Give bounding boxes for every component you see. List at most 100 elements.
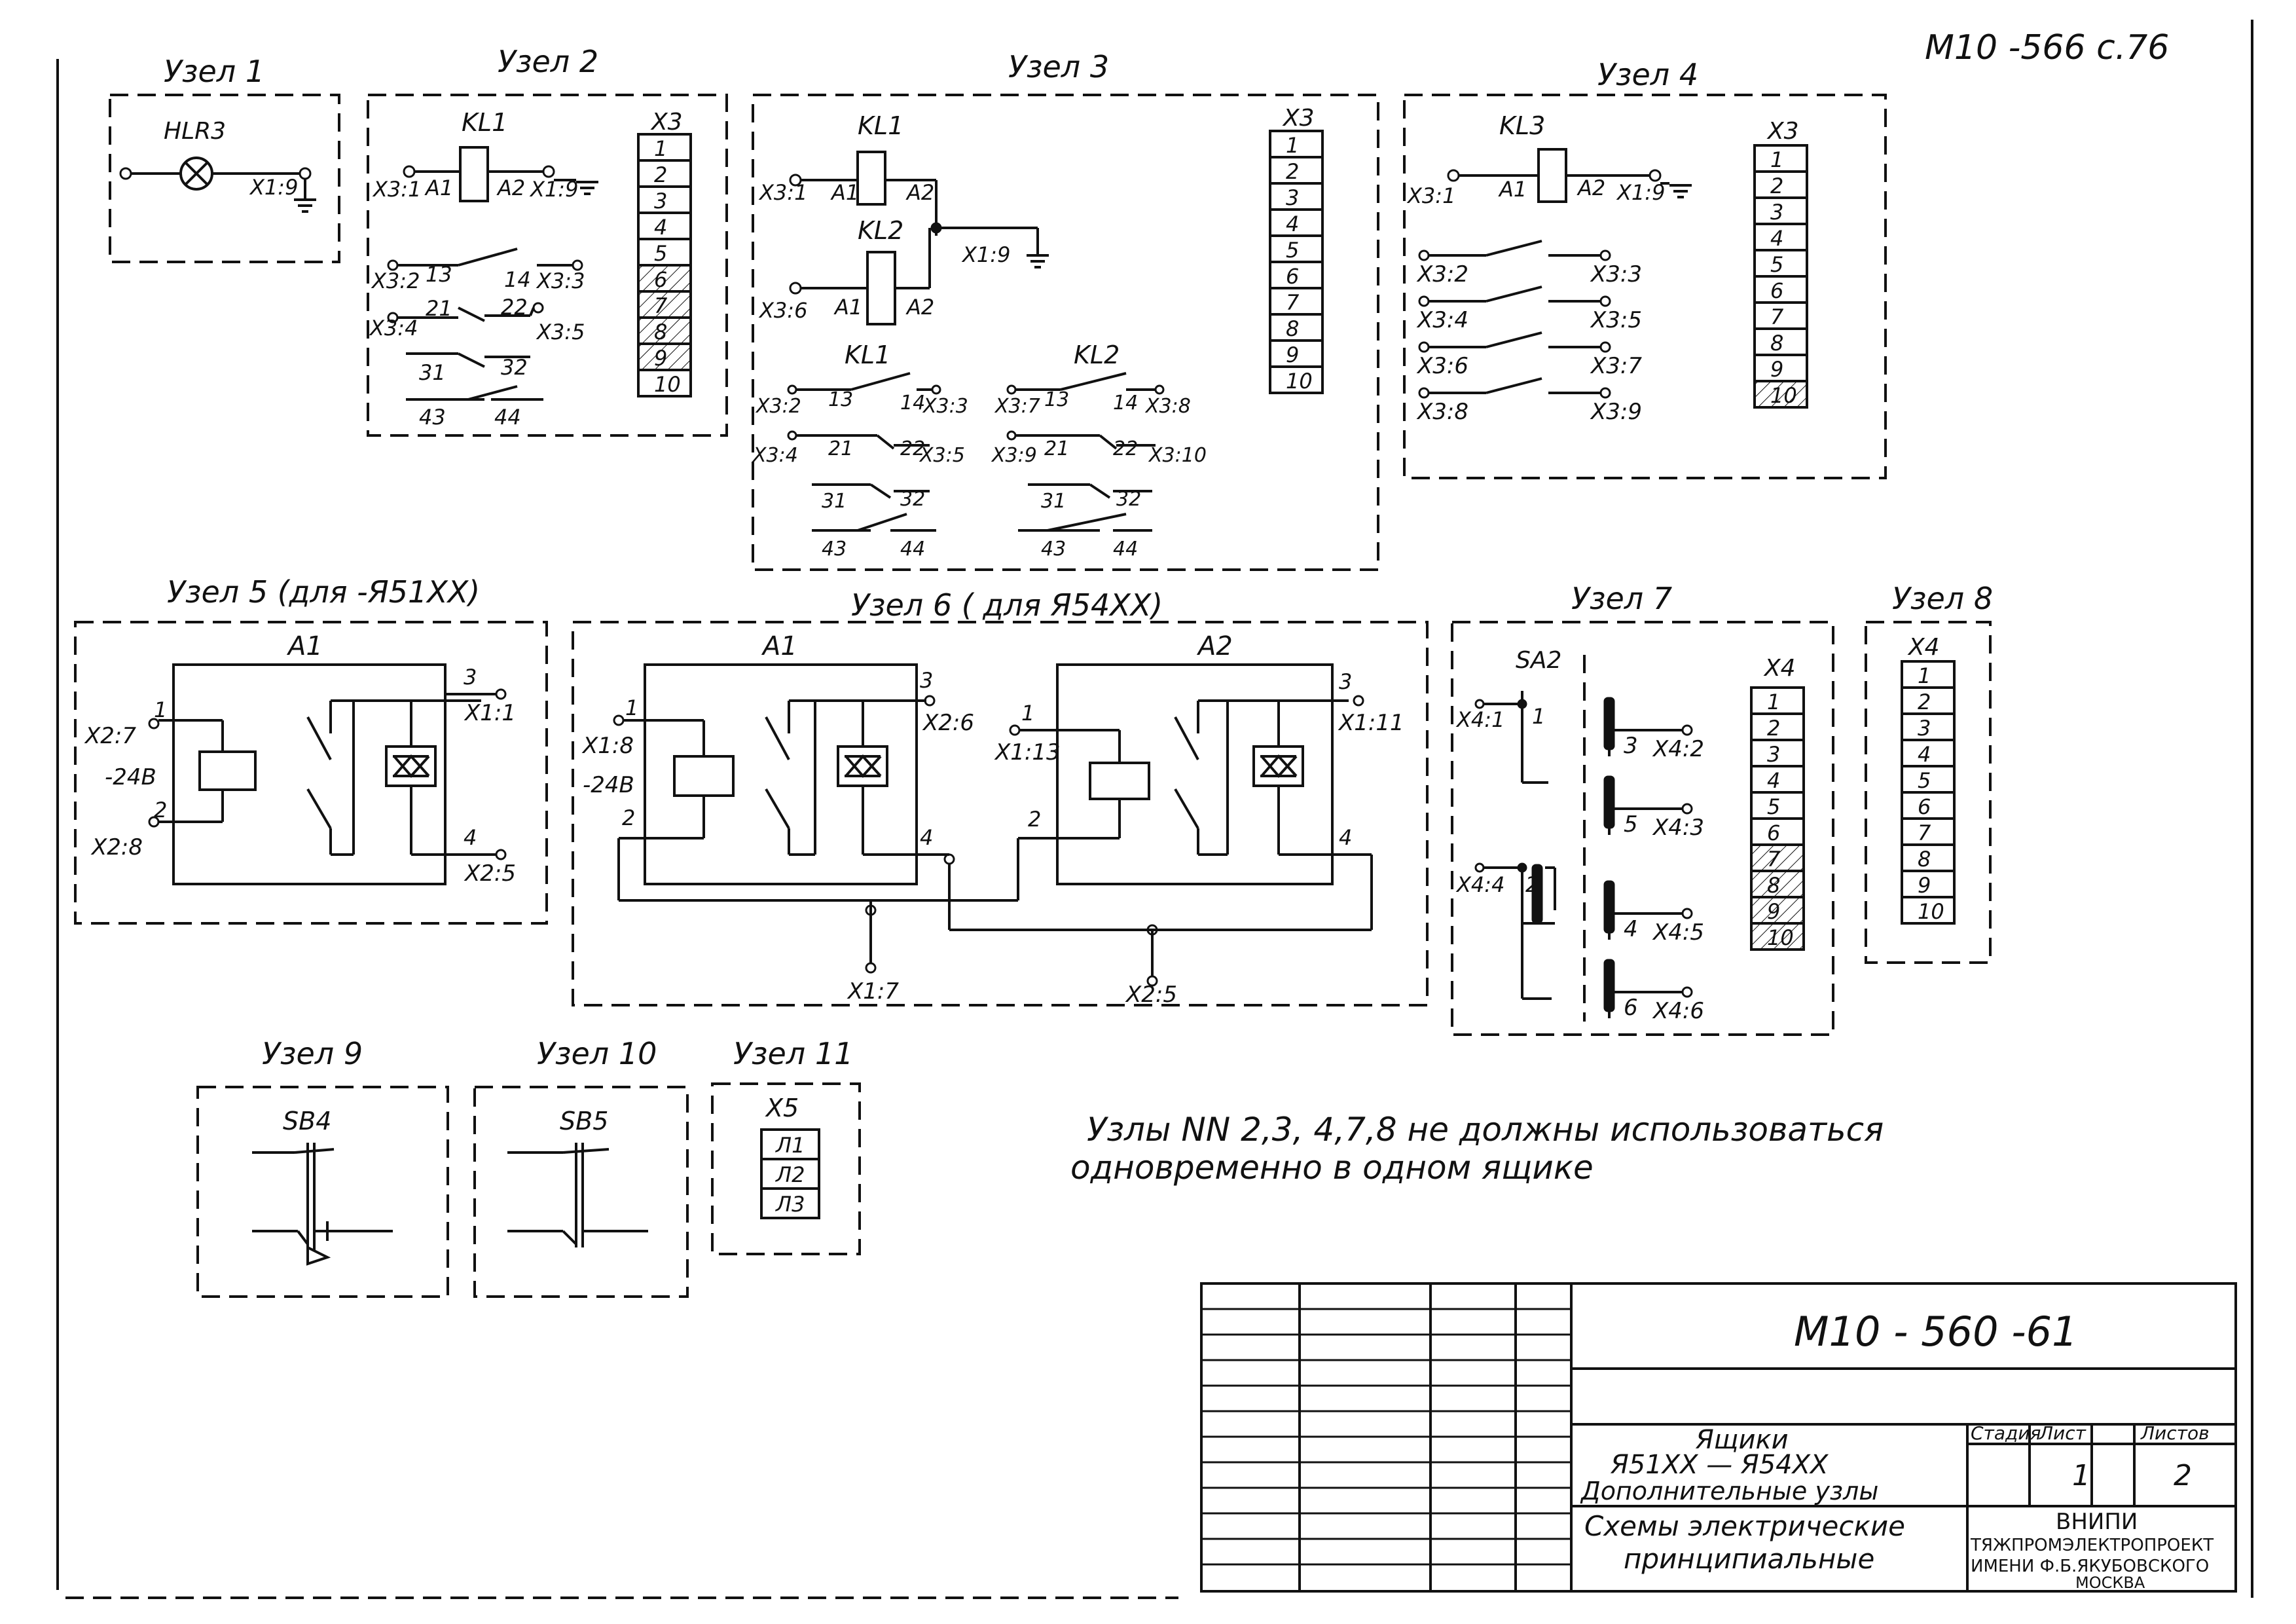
- g1-c2-a: 21: [828, 437, 853, 460]
- strip-cell: 10: [1286, 369, 1313, 394]
- relay-kl1-label: KL1: [462, 108, 507, 137]
- g1-c4-a: 43: [822, 538, 847, 561]
- node-5: Узел 5 (для -Я51ХХ) A1 1 X2:7 -24В 2 X2:…: [74, 574, 548, 925]
- strip-cell: 10: [1767, 925, 1794, 950]
- terminal-x1-7: X1:7: [847, 978, 899, 1005]
- terminal-x2-7: X2:7: [84, 723, 136, 749]
- terminal-x1-11: X1:11: [1338, 710, 1404, 736]
- c1-right-label: X3:3: [536, 268, 585, 293]
- title-name-1: Ящики: [1695, 1425, 1789, 1455]
- g1-c1-right: X3:3: [922, 395, 968, 418]
- terminal-x1-8: X1:8: [581, 733, 634, 759]
- node-3-title: Узел 3: [1008, 49, 1109, 84]
- pin2: 2: [1525, 872, 1539, 897]
- triac-icon: [1260, 754, 1298, 779]
- title-name-3: Дополнительные узлы: [1580, 1477, 1878, 1505]
- coil-in-label: X3:1: [372, 177, 421, 202]
- node-10-title: Узел 10: [537, 1036, 657, 1071]
- cell-l2: Л2: [775, 1162, 805, 1187]
- g1-c4-b: 44: [900, 538, 925, 561]
- a2-label: A2: [905, 295, 934, 320]
- pin3: 3: [1339, 669, 1352, 694]
- relay-kl2-label: KL2: [858, 216, 903, 245]
- c2-left-label: X3:4: [369, 316, 418, 341]
- block-a1-label: A1: [286, 631, 323, 661]
- pin3: 3: [920, 668, 933, 693]
- node-3: Узел 3 KL1 X1:9 KL2 X3:1 A1 A2 X3:6 A1 A…: [752, 49, 1379, 571]
- n4-right-label: X3:3: [1590, 261, 1642, 287]
- ground-icon: [575, 181, 600, 195]
- node-2-title: Узел 2: [498, 44, 598, 79]
- g2-c1-b: 14: [1113, 392, 1138, 415]
- g2-c4-a: 43: [1041, 538, 1066, 561]
- pin2: 2: [1028, 807, 1041, 832]
- strip-cell: 7: [654, 293, 668, 318]
- strip-cell: 9: [1770, 357, 1783, 382]
- node-4-title: Узел 4: [1597, 57, 1698, 92]
- strip-x3-label: X3: [650, 109, 683, 136]
- n4-right-label: X3:9: [1590, 399, 1642, 425]
- sheet-frame: [56, 20, 2253, 1599]
- a1-label: A1: [833, 295, 862, 320]
- strip-cell: 7: [1918, 821, 1931, 845]
- terminal-x1-1: X1:1: [464, 700, 516, 726]
- node-7-title: Узел 7: [1571, 581, 1672, 616]
- relay-kl1-label: KL1: [858, 111, 903, 140]
- c1-b-label: 14: [504, 267, 531, 292]
- g2-c4-b: 44: [1113, 538, 1138, 561]
- node-1: Узел 1 HLR3 X1:9: [109, 54, 340, 263]
- strip-cell: 4: [654, 215, 667, 240]
- title-block: М10 - 560 -61 Ящики Я51ХХ — Я54ХХ Дополн…: [1200, 1282, 2237, 1593]
- triac-icon: [845, 754, 882, 779]
- strip-cell: 2: [1918, 690, 1931, 714]
- relay-module-a1: [172, 663, 446, 885]
- title-name-2: Я51ХХ — Я54ХХ: [1610, 1450, 1829, 1480]
- n4-right-label: X3:7: [1590, 353, 1642, 379]
- terminal-x2-5: X2:5: [1125, 982, 1177, 1008]
- strip-cell: 3: [654, 189, 667, 213]
- ground-icon: [1668, 184, 1693, 198]
- g2-c1-right: X3:8: [1144, 395, 1191, 418]
- node-5-title: Узел 5 (для -Я51ХХ): [167, 574, 480, 610]
- node-2: Узел 2 KL1 X3:1 A1 A2 X1:9 X3:2 13 14 X3…: [367, 44, 728, 437]
- strip-cell: 4: [1767, 768, 1780, 793]
- terminal-x4-4: X4:4: [1455, 872, 1504, 897]
- c3-b-label: 32: [501, 355, 528, 380]
- ground-icon: [1025, 254, 1050, 268]
- c1-left-label: X3:2: [371, 268, 420, 293]
- c2-a-label: 21: [426, 296, 452, 321]
- g1-c3-b: 32: [900, 488, 925, 511]
- c3-a-label: 31: [419, 360, 446, 385]
- cell-l3: Л3: [775, 1192, 805, 1217]
- strip-cell: 10: [1918, 899, 1944, 924]
- pin3: 3: [464, 665, 477, 690]
- g1-c1-left: X3:2: [755, 395, 801, 418]
- c2-b-label: 22: [501, 295, 528, 320]
- g1-c2-b: 22: [900, 437, 925, 460]
- strip-cell: 7: [1286, 290, 1300, 315]
- a2-label: A2: [1576, 175, 1605, 200]
- strip-x4-label: X4: [1763, 655, 1796, 682]
- coil-out-label: X1:9: [1616, 180, 1665, 205]
- strip-cell: 7: [1770, 304, 1784, 329]
- strip-cell: 6: [1770, 278, 1783, 303]
- strip-cell: 3: [1767, 742, 1780, 767]
- common-label: X1:9: [961, 242, 1010, 267]
- pin1: 1: [1532, 704, 1545, 729]
- strip-cell: 9: [1286, 342, 1299, 367]
- g1-c1-b: 14: [900, 392, 925, 415]
- strip-x4-label: X4: [1907, 634, 1940, 661]
- strip-cell: 3: [1770, 200, 1783, 225]
- strip-cell: 9: [654, 346, 667, 371]
- sa2-pin: 5: [1624, 811, 1638, 838]
- a1-label: A1: [830, 180, 859, 205]
- n4-left-label: X3:6: [1416, 353, 1468, 379]
- relay-kl3-label: KL3: [1499, 111, 1545, 140]
- node-11-title: Узел 11: [733, 1036, 853, 1071]
- coil-out-label: X1:9: [529, 177, 578, 202]
